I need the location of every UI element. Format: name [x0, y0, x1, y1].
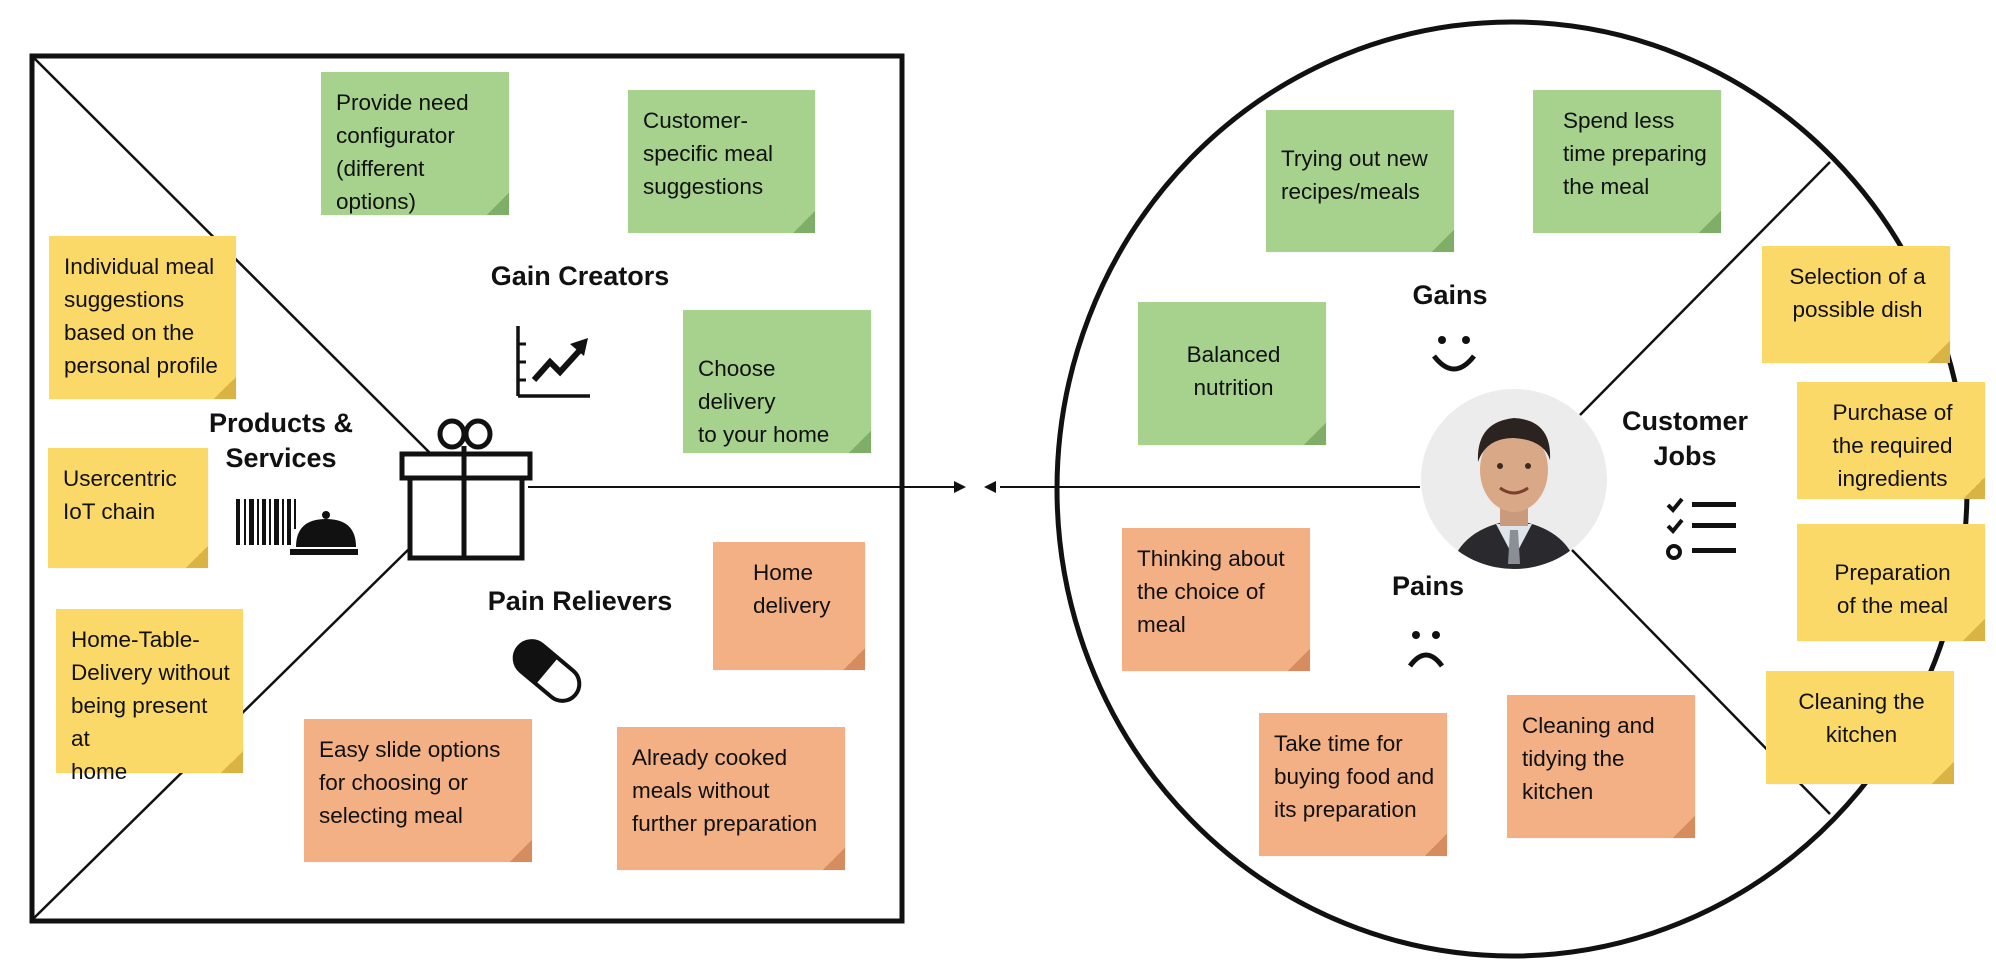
gift-icon: [399, 418, 533, 561]
smiley-sad-icon: [1407, 631, 1445, 668]
note-thinking-about-choice: Thinking about the choice of meal: [1122, 528, 1310, 671]
note-selection-of-dish: Selection of a possible dish: [1762, 246, 1950, 363]
checklist-icon: [1666, 497, 1736, 560]
note-usercentric-iot-chain: Usercentric IoT chain: [48, 448, 208, 568]
note-home-delivery: Home delivery: [713, 542, 865, 670]
note-preparation-of-meal: Preparation of the meal: [1797, 524, 1985, 641]
note-text: Trying out new recipes/meals: [1281, 146, 1428, 204]
note-purchase-ingredients: Purchase of the required ingredients: [1797, 382, 1985, 499]
note-cleaning-tidying: Cleaning and tidying the kitchen: [1507, 695, 1695, 838]
note-text: Cleaning the kitchen: [1798, 689, 1925, 747]
note-text: Individual meal suggestions based on the…: [64, 254, 218, 378]
note-text: Easy slide options for choosing or selec…: [319, 737, 501, 828]
note-text: Choose delivery to your home: [698, 356, 830, 447]
note-text: Home delivery: [753, 560, 831, 618]
note-text: Selection of a possible dish: [1789, 264, 1926, 322]
note-text: Thinking about the choice of meal: [1137, 546, 1285, 637]
note-individual-meal-suggestions: Individual meal suggestions based on the…: [49, 236, 236, 399]
note-text: Already cooked meals without further pre…: [632, 745, 818, 836]
pill-capsule-icon: [512, 639, 582, 703]
note-text: Home-Table- Delivery without being prese…: [71, 627, 230, 784]
note-take-time-buying: Take time for buying food and its prepar…: [1259, 713, 1447, 856]
note-cleaning-kitchen: Cleaning the kitchen: [1766, 671, 1954, 784]
note-text: Cleaning and tidying the kitchen: [1522, 713, 1655, 804]
note-home-table-delivery: Home-Table- Delivery without being prese…: [56, 609, 243, 784]
note-choose-delivery: Choose delivery to your home: [683, 310, 871, 453]
heading-customer-jobs: Customer Jobs: [1621, 406, 1749, 471]
heading-pain-relievers: Pain Relievers: [487, 586, 673, 616]
note-text: Provide need configurator (different opt…: [336, 90, 469, 214]
note-text: Take time for buying food and its prepar…: [1274, 731, 1435, 822]
note-already-cooked-meals: Already cooked meals without further pre…: [617, 727, 845, 870]
heading-gain-creators: Gain Creators: [490, 261, 670, 291]
note-text: Usercentric IoT chain: [63, 466, 177, 524]
note-provide-need-configurator: Provide need configurator (different opt…: [321, 72, 509, 215]
note-balanced-nutrition: Balanced nutrition: [1138, 302, 1326, 445]
arrow-head-right: [954, 481, 966, 493]
note-spend-less-time: Spend less time preparing the meal: [1533, 90, 1721, 233]
note-text: Customer- specific meal suggestions: [643, 108, 774, 199]
customer-avatar-icon: [1421, 389, 1607, 569]
note-text: Balanced nutrition: [1186, 342, 1281, 400]
smiley-happy-icon: [1432, 336, 1476, 372]
customer-profile-diagonal-top: [1579, 161, 1831, 416]
heading-pains: Pains: [1391, 571, 1465, 601]
chart-growth-icon: [516, 326, 590, 398]
note-text: Preparation of the meal: [1834, 560, 1951, 618]
arrow-head-left: [984, 481, 996, 493]
note-customer-specific-meal-suggestions: Customer- specific meal suggestions: [628, 90, 815, 233]
note-text: Purchase of the required ingredients: [1832, 400, 1953, 491]
value-map-frame: [29, 53, 905, 924]
note-trying-new-recipes: Trying out new recipes/meals: [1266, 110, 1454, 252]
note-easy-slide-options: Easy slide options for choosing or selec…: [304, 719, 532, 862]
heading-products-services: Products & Services: [208, 408, 354, 473]
note-text: Spend less time preparing the meal: [1563, 108, 1707, 199]
heading-gains: Gains: [1412, 280, 1488, 310]
barcode-cloche-icon: [236, 499, 358, 555]
